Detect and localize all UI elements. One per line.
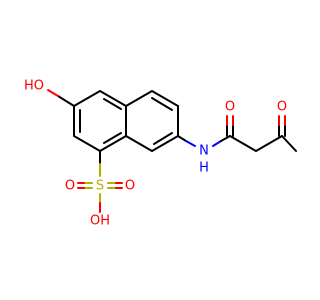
acetoacetamide-chain: N H O O <box>177 100 297 176</box>
sulfonyl-oxygen-left-label: O <box>65 179 75 194</box>
sulfonyl-oxygen-right-label: O <box>125 179 135 194</box>
sulfonic-oh-label: OH <box>90 214 110 229</box>
double-bond-c4-c5 <box>103 132 122 144</box>
bond-c2-c3 <box>99 90 127 107</box>
ho-label: HO <box>24 79 44 94</box>
bond-r4-r5 <box>151 135 179 152</box>
bond-n-c-carbon-half <box>220 135 231 142</box>
bond-r1-r2 <box>125 90 153 107</box>
double-bond-c2-c3 <box>103 98 122 110</box>
molecule-structure: HO S O O OH N H O <box>24 79 297 229</box>
right-benzene-ring <box>125 90 179 152</box>
hydroxyl-top-group: HO <box>24 79 75 107</box>
bond-o-c1 <box>47 89 59 97</box>
bond-r2-r3 <box>151 90 179 107</box>
bond-c5-c6 <box>73 135 101 152</box>
bond-n-c-nitrogen-half <box>212 140 222 147</box>
bond-ch2-ketone-c <box>255 135 283 152</box>
bond-ketone-methyl <box>281 135 297 152</box>
bond-c4-c5 <box>99 135 127 152</box>
sulfur-label: S <box>96 179 104 194</box>
bond-r5-r6 <box>125 135 153 152</box>
double-bond-r2-r3 <box>151 97 173 111</box>
bond-r4-n-carbon-half <box>177 135 187 142</box>
bond-amide-c-ch2 <box>229 135 257 152</box>
amide-nitrogen-label: N <box>199 144 209 159</box>
ketone-oxygen-label: O <box>277 100 287 115</box>
bond-c1-c2 <box>73 90 101 107</box>
amide-oxygen-label: O <box>225 100 235 115</box>
amide-hydrogen-label: H <box>199 161 209 176</box>
left-benzene-ring <box>73 90 127 152</box>
sulfonic-acid-group: S O O OH <box>65 150 135 229</box>
double-bond-r4-r5 <box>153 132 173 145</box>
bond-r4-n-nitrogen-half <box>185 140 196 147</box>
bond-c1-o <box>57 95 75 107</box>
